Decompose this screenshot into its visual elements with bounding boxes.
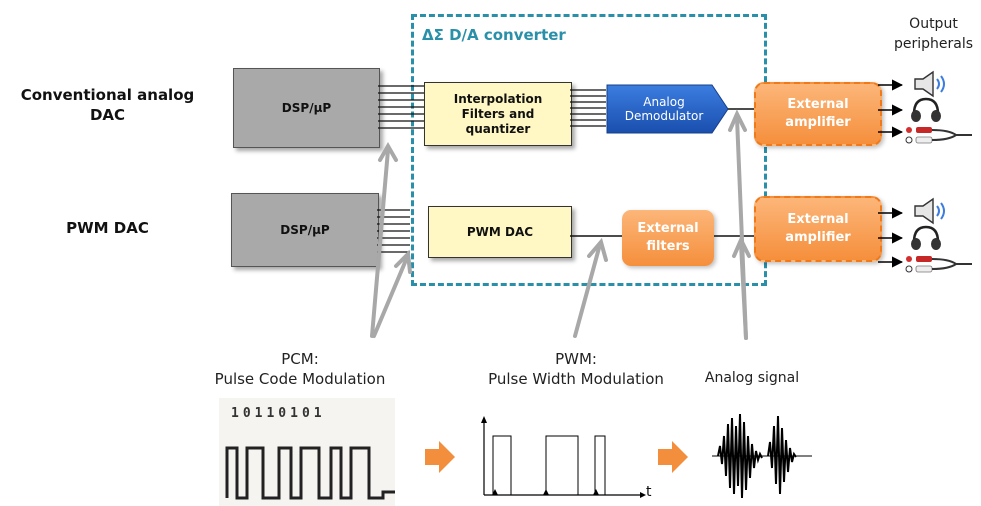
pwm-time-axis-label: t	[646, 484, 652, 500]
pointer-arrows	[370, 109, 751, 340]
pcm-caption: PCM: Pulse Code Modulation	[214, 350, 386, 388]
rca-plug-icon	[905, 127, 972, 144]
external-filters-block: External filters	[622, 210, 714, 266]
flow-arrows	[425, 441, 688, 473]
external-amplifier-pwm: External amplifier	[754, 196, 882, 262]
pwm-waveform	[481, 416, 646, 498]
analog-waveform	[712, 413, 812, 499]
external-amplifier-conventional: External amplifier	[754, 82, 882, 146]
conventional-dac-label: Conventional analog DAC	[20, 86, 195, 124]
speaker-icon	[914, 197, 945, 225]
bus-lines-interp-demod	[570, 89, 606, 127]
headphones-icon	[911, 97, 941, 122]
pcm-bit-labels: 10110101	[231, 406, 326, 421]
dsp-block-conventional: DSP/μP	[233, 68, 380, 148]
converter-title: ΔΣ D/A converter	[422, 26, 566, 44]
analog-signal-caption: Analog signal	[704, 370, 800, 386]
pwm-caption: PWM: Pulse Width Modulation	[488, 350, 664, 388]
pwm-dac-row-label: PWM DAC	[66, 219, 149, 237]
headphones-icon	[911, 225, 941, 250]
bus-lines-conventional	[378, 85, 424, 129]
dsp-block-pwm: DSP/μP	[231, 193, 379, 267]
output-arrows-conventional	[878, 79, 904, 138]
pcm-waveform: 10110101	[219, 398, 395, 506]
interpolation-filter-block: Interpolation Filters and quantizer	[424, 82, 572, 146]
output-arrows-pwm	[878, 207, 904, 268]
analog-demodulator-label: Analog Demodulator	[624, 95, 704, 123]
output-peripherals-title: Output peripherals	[893, 16, 974, 52]
speaker-icon	[914, 70, 945, 98]
pwm-dac-block: PWM DAC	[428, 206, 572, 258]
rca-plug-icon	[905, 256, 972, 273]
analog-demodulator-block	[606, 84, 729, 134]
